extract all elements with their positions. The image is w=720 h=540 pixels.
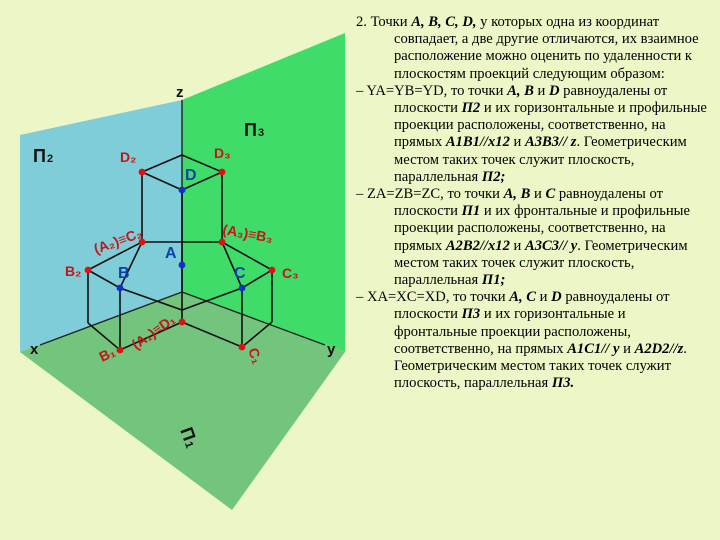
space-points bbox=[116, 186, 246, 292]
projection-points bbox=[84, 168, 276, 354]
label-b2: B₂ bbox=[65, 263, 81, 279]
label-d3: D₃ bbox=[214, 145, 231, 161]
svg-text:2: 2 bbox=[47, 153, 53, 165]
label-c: C bbox=[234, 265, 246, 282]
z-axis-label: z bbox=[176, 84, 184, 101]
label-d2: D₂ bbox=[120, 149, 136, 165]
plane-p2-label: П 2 bbox=[33, 146, 53, 166]
svg-text:1: 1 bbox=[182, 440, 195, 450]
svg-text:3: 3 bbox=[258, 127, 264, 139]
paragraph-intro: 2. Точки А, В, С, D, у которых одна из к… bbox=[356, 14, 699, 82]
profile-plane-p3 bbox=[182, 33, 345, 352]
svg-text:П: П bbox=[33, 146, 46, 166]
label-b: B bbox=[118, 265, 130, 282]
plane-p3-label: П 3 bbox=[244, 120, 264, 140]
label-d: D bbox=[185, 167, 197, 184]
svg-text:П: П bbox=[176, 425, 199, 444]
paragraph-z-equal: – ZA=ZB=ZC, то точки А, В и С равноудале… bbox=[356, 186, 690, 289]
paragraph-x-equal: – XA=XC=XD, то точки А, С и D равноудале… bbox=[356, 289, 687, 392]
paragraph-y-equal: – YA=YB=YD, то точки А, В и D равноудале… bbox=[356, 82, 707, 185]
projection-figure: z x y П 2 П 3 П 1 D₂ D₃ D (A₂)≡C₂ (A₃)≡B… bbox=[20, 33, 345, 510]
svg-text:П: П bbox=[244, 120, 257, 140]
plane-p1-label: П 1 bbox=[176, 425, 199, 450]
label-b1: B₁ bbox=[97, 343, 118, 364]
frontal-plane-p2 bbox=[20, 100, 182, 352]
y-axis-label: y bbox=[327, 341, 336, 358]
label-c3: C₃ bbox=[282, 265, 299, 281]
x-axis-label: x bbox=[30, 341, 39, 358]
text-block: 2. Точки А, В, С, D, у которых одна из к… bbox=[356, 14, 708, 392]
horizontal-plane-p1 bbox=[20, 292, 345, 510]
label-a: A bbox=[165, 245, 177, 262]
label-c1: C₁ bbox=[245, 346, 266, 367]
